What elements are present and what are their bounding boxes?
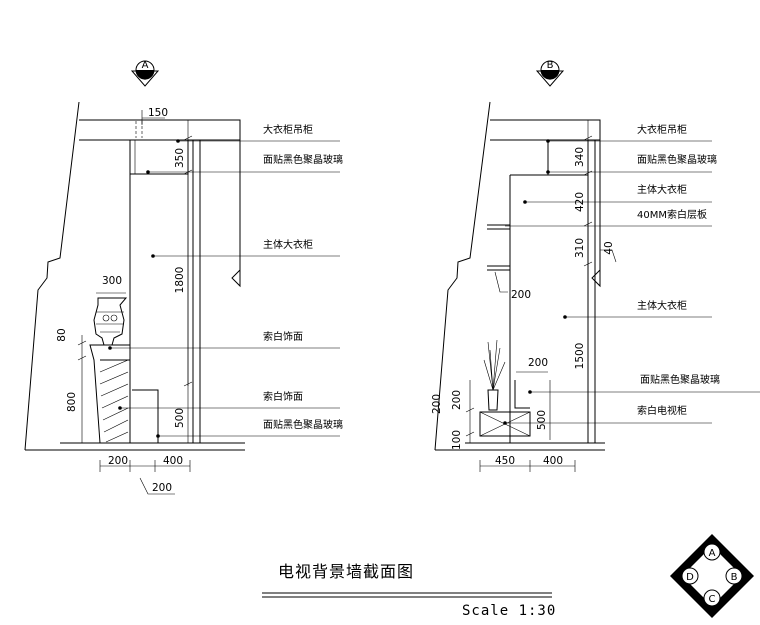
direction-compass: A B C D <box>670 534 754 618</box>
dim-b-200-tv: 200 <box>528 357 548 369</box>
section-marker-a: A <box>130 60 160 87</box>
section-b: B <box>431 60 760 472</box>
label-b-upper-cabinet: 大衣柜吊柜 <box>637 123 687 136</box>
marker-b-letter: B <box>547 60 554 71</box>
compass-d: D <box>686 572 694 583</box>
vase-illustration <box>93 297 128 346</box>
drawing-title-block: 电视背景墙截面图 Scale 1:30 <box>262 562 556 619</box>
dim-a-400: 400 <box>163 455 183 467</box>
label-b-main-wardrobe-2: 主体大衣柜 <box>637 299 687 312</box>
label-a-black-glass: 面贴黑色聚晶玻璃 <box>263 153 343 166</box>
label-a-white-finish-1: 索白饰面 <box>263 330 303 343</box>
compass-a: A <box>709 548 716 559</box>
compass-c: C <box>709 594 716 605</box>
drawing-title: 电视背景墙截面图 <box>278 562 414 581</box>
dim-b-400: 400 <box>543 455 563 467</box>
label-b-black-glass-2: 面贴黑色聚晶玻璃 <box>640 373 720 386</box>
drawing-scale: Scale 1:30 <box>462 603 556 619</box>
label-a-main-wardrobe: 主体大衣柜 <box>263 238 313 251</box>
dim-b-450: 450 <box>495 455 515 467</box>
marker-a-letter: A <box>142 60 149 71</box>
plant-illustration <box>483 339 506 411</box>
label-b-main-wardrobe: 主体大衣柜 <box>637 183 687 196</box>
dim-b-340: 340 <box>574 147 586 167</box>
dim-b-200-left-1: 200 <box>431 394 443 414</box>
dim-a-200-leader: 200 <box>152 482 172 494</box>
dim-b-500: 500 <box>536 410 548 430</box>
dim-b-200-left-2: 200 <box>451 390 463 410</box>
label-a-white-finish-2: 索白饰面 <box>263 390 303 403</box>
dim-a-500: 500 <box>174 408 186 428</box>
dim-b-200-shelf: 200 <box>511 289 531 301</box>
dim-b-420: 420 <box>574 192 586 212</box>
dim-b-40: 40 <box>603 241 615 254</box>
label-b-tv-cabinet: 索白电视柜 <box>637 404 687 417</box>
dim-a-200-bottom: 200 <box>108 455 128 467</box>
dim-b-100: 100 <box>451 430 463 450</box>
label-a-upper-cabinet: 大衣柜吊柜 <box>263 123 313 136</box>
dim-b-1500: 1500 <box>574 343 586 370</box>
dim-b-310: 310 <box>574 238 586 258</box>
dim-a-300: 300 <box>102 275 122 287</box>
dim-a-1800: 1800 <box>174 267 186 294</box>
label-b-40mm-shelf: 40MM索白层板 <box>637 208 707 221</box>
section-marker-b: B <box>535 60 565 87</box>
dim-a-150: 150 <box>148 107 168 119</box>
dim-a-80: 80 <box>56 328 68 341</box>
section-a: A <box>24 60 343 495</box>
label-b-black-glass: 面贴黑色聚晶玻璃 <box>637 153 717 166</box>
compass-b: B <box>731 572 738 583</box>
label-a-black-glass-2: 面贴黑色聚晶玻璃 <box>263 418 343 431</box>
dim-a-800: 800 <box>66 392 78 412</box>
dim-a-350: 350 <box>174 148 186 168</box>
